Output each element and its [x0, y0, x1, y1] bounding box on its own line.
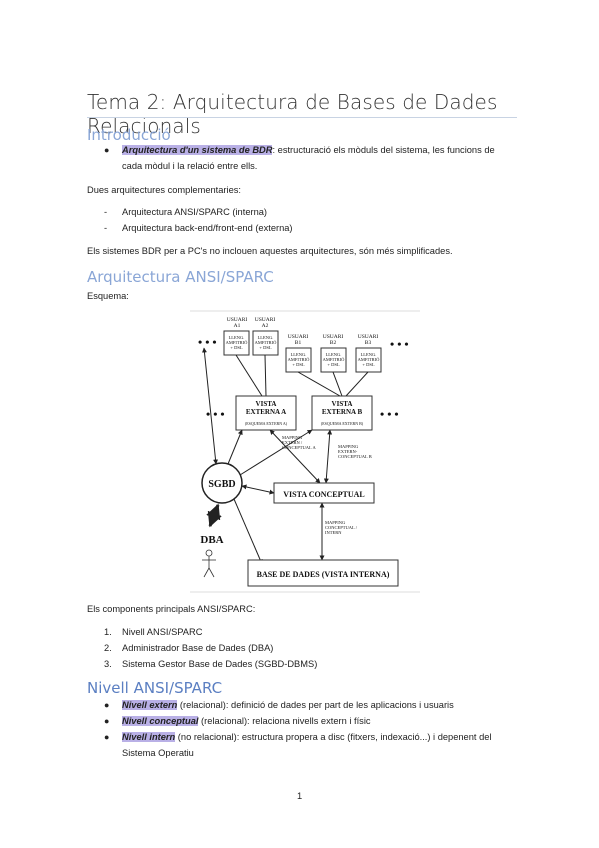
dash-icon: - [104, 207, 108, 217]
list-number: 2. [104, 643, 112, 653]
connector-line [332, 371, 343, 397]
lleng-b3-label: LLENG.AMFITRIÓ+ DSL [358, 352, 381, 367]
nivell-item-2: Nivell conceptual (relacional): relacion… [122, 714, 371, 729]
list-number: 3. [104, 659, 112, 669]
vista-externa-a-box [235, 395, 297, 431]
nivell-item-3-cont: Sistema Operatiu [122, 748, 194, 758]
esquema-extern-b-label: (ESQUEMA EXTERN B) [321, 421, 364, 426]
dash-icon: - [104, 223, 108, 233]
bullet-icon: ● [104, 700, 110, 710]
list-item: Nivell ANSI/SPARC [122, 627, 203, 637]
vista-externa-b-box [311, 395, 373, 431]
page-title: Tema 2: Arquitectura de Bases de Dades R… [87, 90, 498, 138]
intro-heading: Introducció [87, 126, 171, 144]
base-de-dades-box [247, 559, 399, 587]
connector-line [269, 429, 321, 484]
list-item: Arquitectura back-end/front-end (externa… [122, 223, 293, 233]
lleng-b1-label: LLENG.AMFITRIÓ+ DSL [288, 352, 311, 367]
nivell-item-3: Nivell intern (no relacional): estructur… [122, 730, 491, 745]
lleng-box-b2 [320, 347, 347, 373]
ellipsis-icon: • • • [206, 407, 225, 421]
nivell-extern-highlight: Nivell extern [122, 700, 178, 710]
ansi-heading: Arquitectura ANSI/SPARC [87, 268, 274, 286]
list-item: Sistema Gestor Base de Dades (SGBD-DBMS) [122, 659, 318, 669]
nivell-conceptual-text: (relacional): relaciona nivells extern i… [198, 716, 371, 726]
bullet-icon: ● [104, 716, 110, 726]
nivell-heading: Nivell ANSI/SPARC [87, 679, 223, 697]
list-number: 1. [104, 627, 112, 637]
intro-note: Els sistemes BDR per a PC's no inclouen … [87, 246, 453, 256]
person-icon [202, 549, 216, 578]
connector-line [323, 429, 333, 484]
connector-line [235, 354, 263, 397]
dba-arrow [206, 503, 222, 528]
esquema-extern-a-label: (ESQUEMA EXTERN A) [245, 421, 288, 426]
list-item: Administrador Base de Dades (DBA) [122, 643, 274, 653]
lleng-a1-label: LLENG.AMFITRIÓ+ DSL [226, 335, 249, 350]
intro-bullet-line2: cada mòdul i la relació entre ells. [122, 161, 258, 171]
ellipsis-icon: • • • [390, 337, 409, 351]
bullet-icon: ● [104, 145, 110, 155]
lleng-box-b3 [355, 347, 382, 373]
ellipsis-icon: • • • [380, 407, 399, 421]
lleng-a2-label: LLENG.AMFITRIÓ+ DSL [255, 335, 278, 350]
base-de-dades-label: BASE DE DADES (VISTA INTERNA) [257, 570, 390, 579]
nivell-item-1: Nivell extern (relacional): definició de… [122, 698, 454, 713]
nivell-extern-text: (relacional): definició de dades per par… [177, 700, 454, 710]
intro-bullet-line1: Arquitectura d'un sistema de BDR: estruc… [122, 143, 495, 158]
connector-line [239, 429, 313, 476]
page-number: 1 [297, 791, 303, 801]
sgbd-circle [201, 462, 243, 504]
nivell-intern-highlight: Nivell intern [122, 732, 176, 742]
bullet-icon: ● [104, 732, 110, 742]
connector-line [227, 429, 243, 465]
connector-line [345, 371, 369, 397]
connector-line [241, 484, 275, 495]
ellipsis-icon: • • • [198, 335, 217, 349]
components-intro: Els components principals ANSI/SPARC: [87, 604, 256, 614]
dues-arquitectures: Dues arquitectures complementaries: [87, 185, 241, 195]
nivell-intern-text: (no relacional): estructura propera a di… [175, 732, 492, 742]
intro-bullet-highlight: Arquitectura d'un sistema de BDR [122, 145, 273, 155]
lleng-b2-label: LLENG.AMFITRIÓ+ DSL [323, 352, 346, 367]
sgbd-label: SGBD [208, 479, 235, 490]
esquema-label: Esquema: [87, 291, 129, 301]
connector-line [201, 347, 219, 465]
intro-bullet-rest: : estructuració els mòduls del sistema, … [272, 145, 495, 155]
connector-line [264, 354, 267, 397]
connector-line [233, 498, 263, 565]
connector-line [297, 371, 341, 397]
vista-conceptual-label: VISTA CONCEPTUAL [283, 490, 364, 499]
list-item: Arquitectura ANSI/SPARC (interna) [122, 207, 268, 217]
dba-label: DBA [200, 534, 223, 546]
nivell-conceptual-highlight: Nivell conceptual [122, 716, 199, 726]
title-rule [87, 117, 517, 118]
